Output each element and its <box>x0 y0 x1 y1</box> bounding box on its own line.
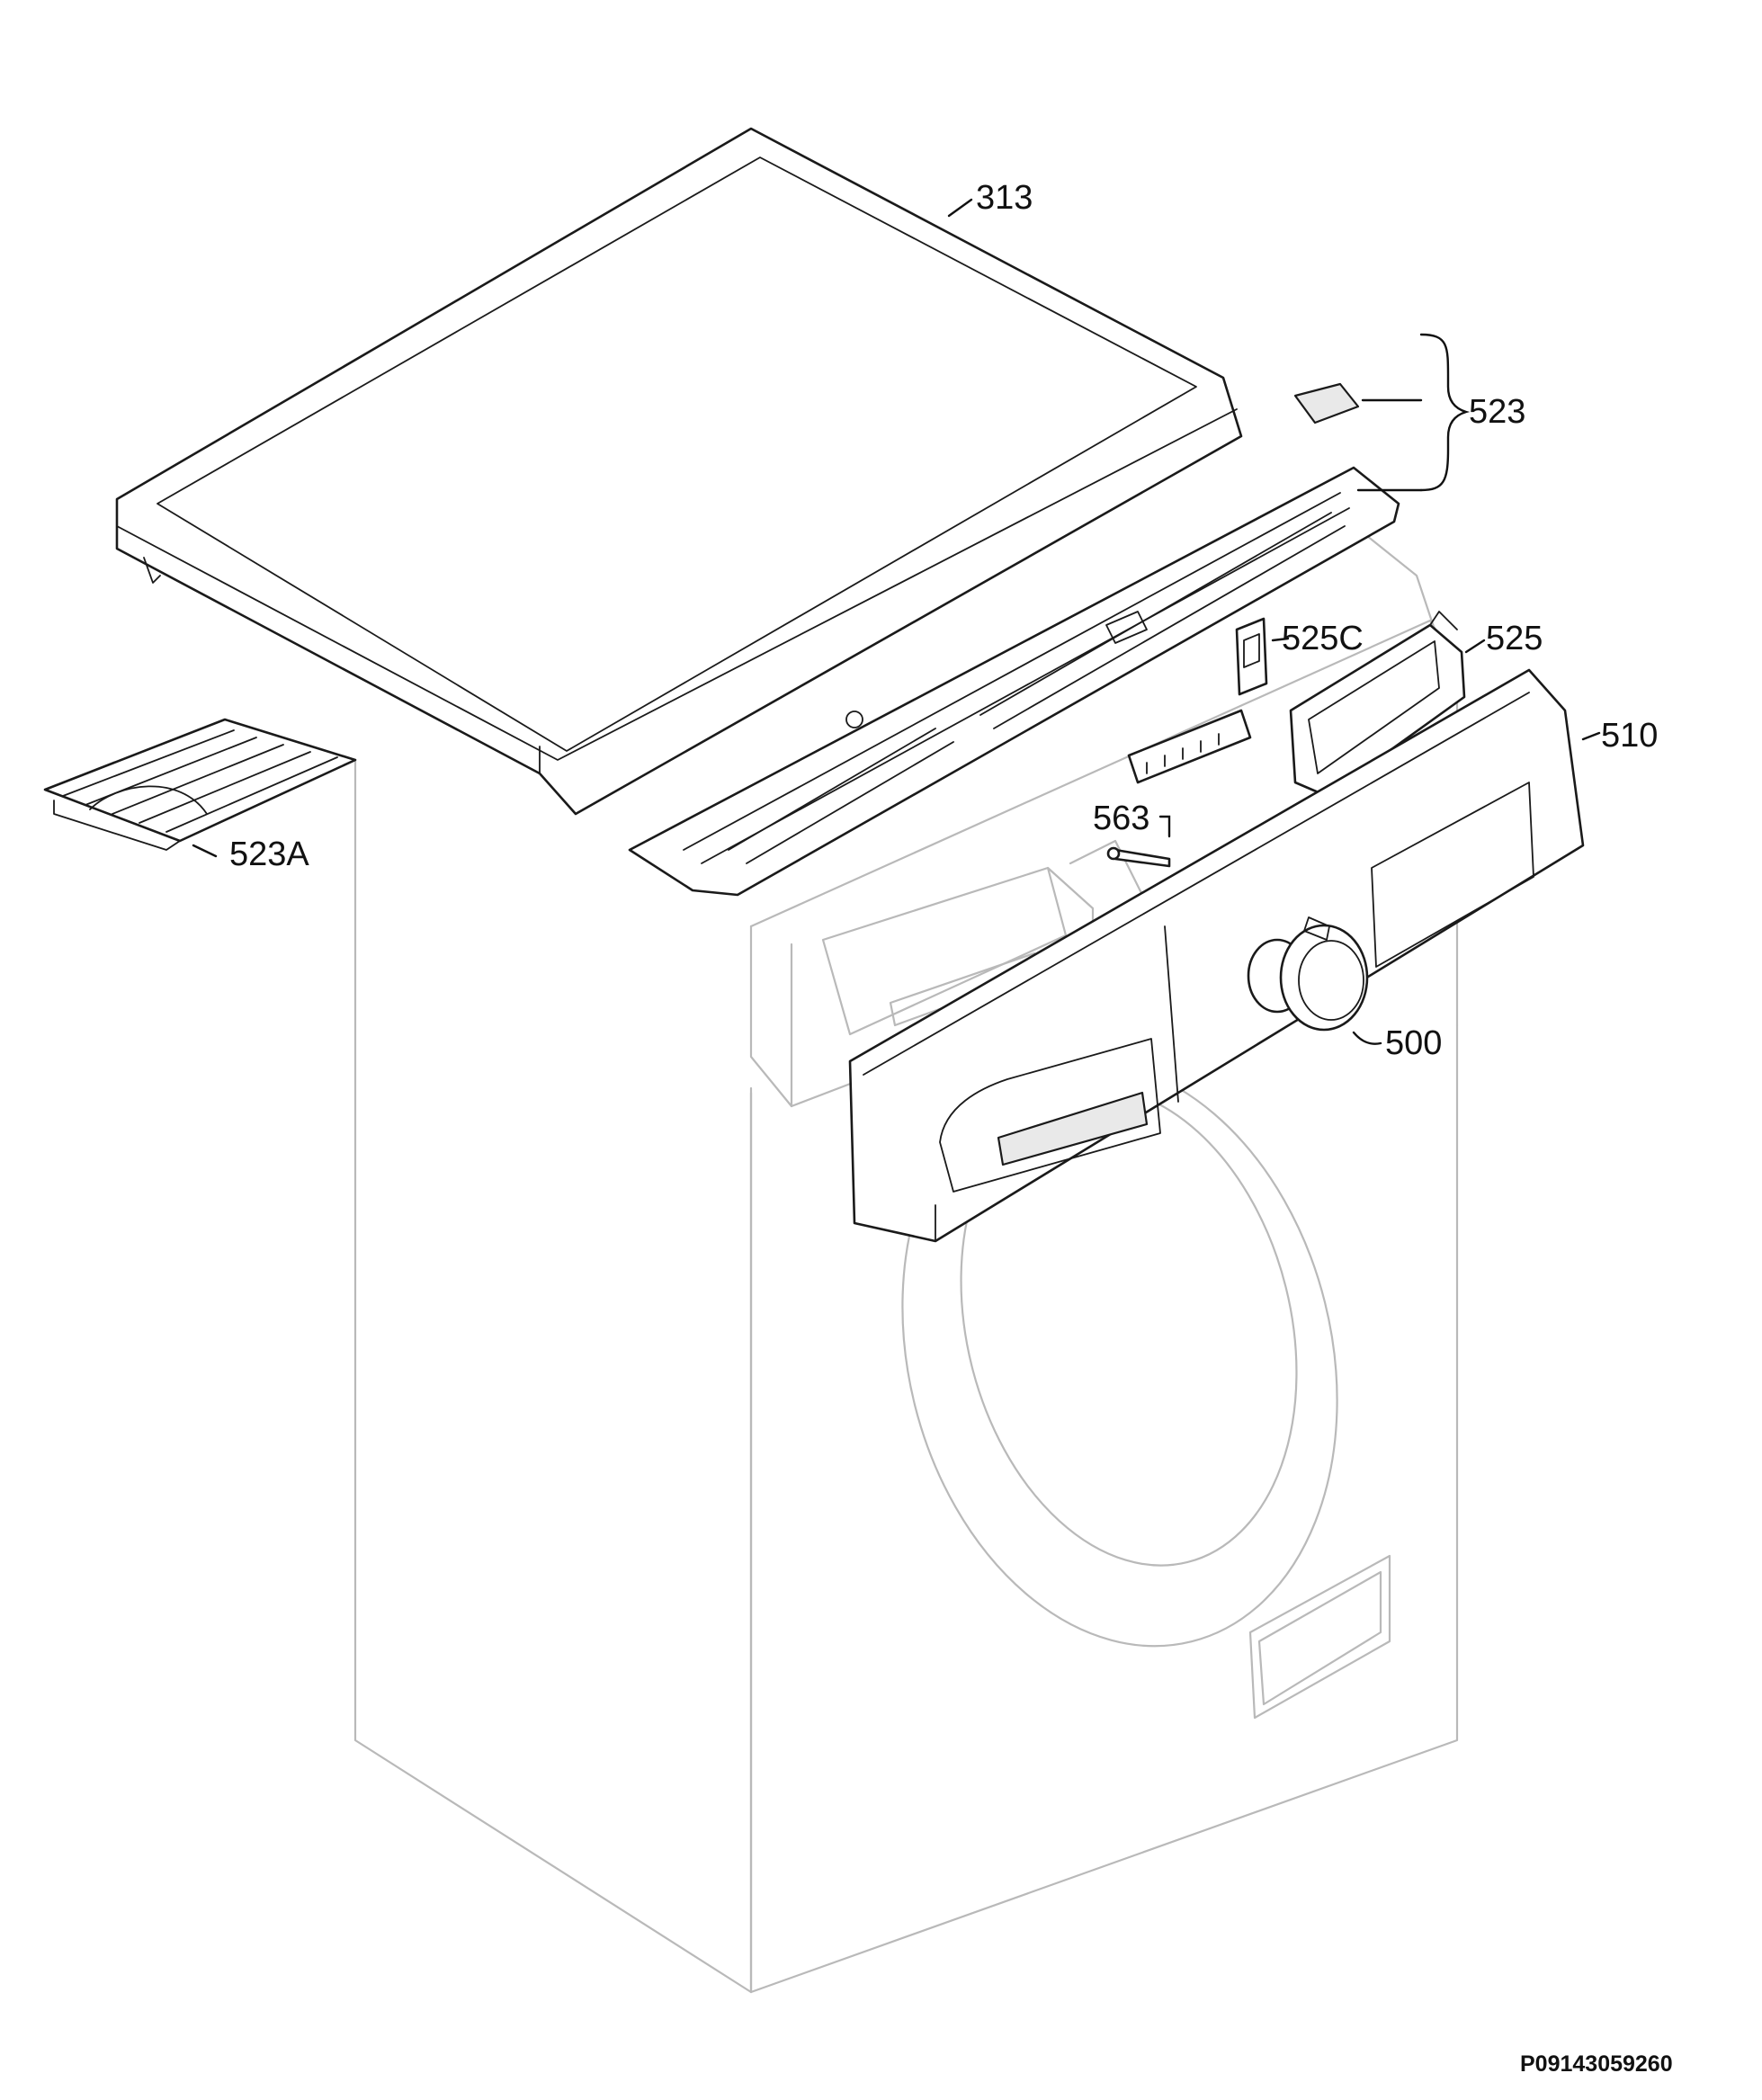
part-500-knob <box>1247 916 1369 1032</box>
callout-510: 510 <box>1601 717 1658 755</box>
callout-500: 500 <box>1385 1024 1442 1062</box>
part-pcb-strip <box>1127 709 1252 784</box>
part-control-frame <box>628 466 1400 897</box>
callout-525C: 525C <box>1282 620 1364 657</box>
document-number: P09143059260 <box>1520 2051 1673 2077</box>
callout-313: 313 <box>976 179 1033 217</box>
part-563-screw <box>1106 846 1171 868</box>
part-523A-strip <box>43 718 357 851</box>
part-525C-connector <box>1235 617 1268 696</box>
part-313-worktop <box>115 127 1243 816</box>
callout-523: 523 <box>1469 393 1525 431</box>
part-525-display-module <box>1289 611 1466 798</box>
callout-563: 563 <box>1093 800 1149 837</box>
part-523-pad <box>1293 382 1360 424</box>
callout-523A: 523A <box>229 836 309 873</box>
callout-525: 525 <box>1486 620 1543 657</box>
leader-lines <box>192 198 1601 1045</box>
part-510-fascia <box>848 668 1585 1243</box>
